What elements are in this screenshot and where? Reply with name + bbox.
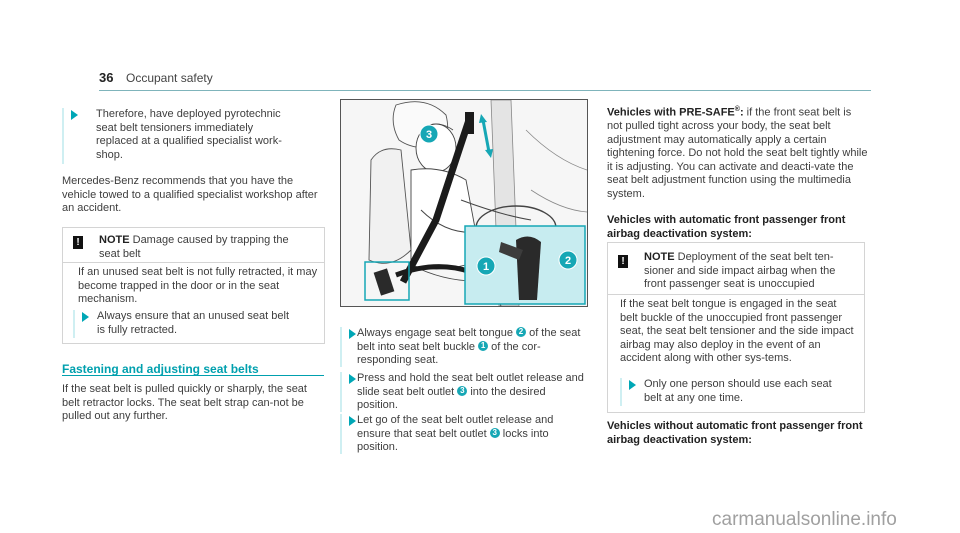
step-arrow-icon (349, 374, 356, 384)
page-number: 36 (99, 70, 114, 85)
instruction-step: Press and hold the seat belt outlet rele… (340, 372, 588, 412)
callout-marker: 3 (489, 427, 500, 438)
note-heading: NOTE Deployment of the seat belt ten-sio… (644, 251, 836, 290)
callout-marker: 2 (516, 327, 527, 338)
note-body: If an unused seat belt is not fully retr… (78, 266, 318, 305)
step-text: Press and hold the seat belt outlet rele… (357, 372, 584, 411)
note-step: Only one person should use each seat bel… (620, 378, 856, 406)
note-divider (608, 294, 864, 295)
callout-3: 3 (426, 129, 432, 141)
step-arrow-icon (82, 312, 89, 322)
warning-icon: ! (73, 236, 83, 249)
section-underline (62, 375, 324, 376)
heading-auto-deactivation: Vehicles with automatic front passenger … (607, 214, 846, 240)
presafe-paragraph: Vehicles with PRE-SAFE®: if the front se… (607, 106, 868, 200)
step-arrow-icon (349, 329, 356, 339)
paragraph: Mercedes-Benz recommends that you have t… (62, 175, 318, 214)
step-text: Let go of the seat belt outlet release a… (357, 414, 554, 453)
step-text: Therefore, have deployed pyrotechnic sea… (96, 108, 282, 161)
section-title: Fastening and adjusting seat belts (62, 362, 259, 376)
note-body: If the seat belt tongue is engaged in th… (620, 298, 854, 364)
section-header: Occupant safety (126, 71, 213, 85)
step-bar (62, 108, 64, 164)
step-text: Always engage seat belt tongue 2 of the … (357, 327, 581, 366)
section-body: If the seat belt is pulled quickly or sh… (62, 383, 307, 422)
instruction-step: Therefore, have deployed pyrotechnic sea… (62, 108, 320, 164)
step-arrow-icon (629, 380, 636, 390)
heading-without-deactivation: Vehicles without automatic front passeng… (607, 420, 863, 446)
step-arrow-icon (71, 110, 78, 120)
note-heading: NOTE Damage caused by trapping the seat … (99, 234, 289, 260)
callout-marker: 1 (478, 340, 489, 351)
step-arrow-icon (349, 416, 356, 426)
callout-2: 2 (565, 255, 571, 267)
callout-marker: 3 (457, 385, 468, 396)
warning-icon: ! (618, 255, 628, 268)
watermark: carmanualsonline.info (712, 509, 897, 530)
note-divider (63, 262, 324, 263)
note-step: Always ensure that an unused seat belt i… (73, 310, 313, 338)
instruction-step: Let go of the seat belt outlet release a… (340, 414, 588, 454)
header-divider (99, 90, 871, 91)
note-box: ! NOTE Deployment of the seat belt ten-s… (607, 242, 865, 413)
note-box: ! NOTE Damage caused by trapping the sea… (62, 227, 325, 344)
callout-1: 1 (483, 261, 489, 273)
seat-belt-illustration: 3 1 2 (340, 99, 588, 307)
instruction-step: Always engage seat belt tongue 2 of the … (340, 327, 588, 367)
